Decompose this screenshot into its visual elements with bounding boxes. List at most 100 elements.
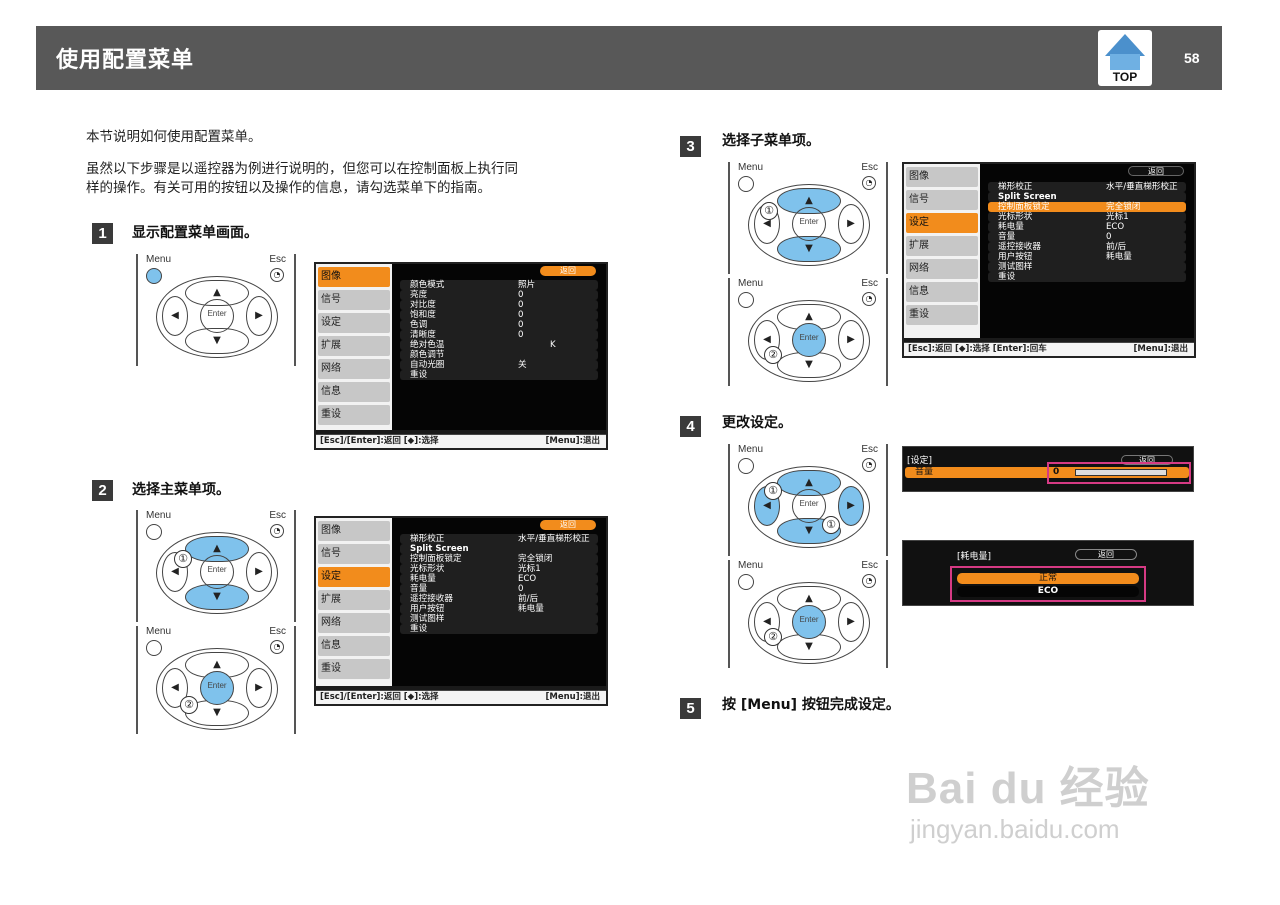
esc-button[interactable]: ◔ [270, 640, 284, 654]
enter-button[interactable]: Enter [792, 323, 826, 357]
page-number: 58 [1184, 50, 1200, 66]
side-item: 信号 [318, 290, 390, 310]
highlight-box [1047, 462, 1191, 484]
menu-button[interactable] [146, 268, 162, 284]
side-item: 信息 [906, 282, 978, 302]
watermark-url: jingyan.baidu.com [910, 814, 1120, 844]
return-button[interactable]: 返回 [1121, 455, 1173, 465]
intro-p2a: 虽然以下步骤是以遥控器为例进行说明的，但您可以在控制面板上执行同 [86, 161, 518, 177]
menu-button[interactable] [738, 292, 754, 308]
esc-button[interactable]: ◔ [270, 524, 284, 538]
esc-label: Esc [269, 254, 286, 265]
enter-button[interactable]: Enter [200, 555, 234, 589]
step-title: 显示配置菜单画面。 [132, 225, 258, 241]
step-number: 3 [680, 136, 701, 157]
config-menu-screen-2: 图像信号设定扩展网络信息重设 返回 梯形校正水平/垂直梯形校正 Split Sc… [314, 516, 608, 706]
step-title: 选择子菜单项。 [722, 133, 820, 149]
right-button[interactable]: ▶ [838, 602, 864, 642]
menu-guide: [Esc]/[Enter]:返回 [◆]:选择[Menu]:退出 [316, 690, 606, 704]
top-home-icon[interactable]: TOP [1098, 30, 1152, 86]
enter-button[interactable]: Enter [792, 605, 826, 639]
header-bar: 使用配置菜单 TOP 58 [36, 26, 1222, 90]
config-menu-screen-3: 图像信号设定扩展网络信息重设 返回 梯形校正水平/垂直梯形校正 Split Sc… [902, 162, 1196, 358]
return-button[interactable]: 返回 [1128, 166, 1184, 176]
return-button[interactable]: 返回 [540, 266, 596, 276]
menu-button[interactable] [738, 176, 754, 192]
side-item: 扩展 [318, 336, 390, 356]
callout-1: ① [760, 202, 778, 220]
callout-2: ② [764, 628, 782, 646]
side-item: 网络 [906, 259, 978, 279]
right-button[interactable]: ▶ [246, 668, 272, 708]
option-normal[interactable]: 正常 [957, 573, 1139, 584]
watermark-brand: Bai du 经验 [906, 764, 1150, 813]
return-button[interactable]: 返回 [540, 520, 596, 530]
left-button[interactable]: ◀ [162, 668, 188, 708]
enter-button[interactable]: Enter [200, 671, 234, 705]
callout-2: ② [764, 346, 782, 364]
side-item: 信号 [318, 544, 390, 564]
esc-button[interactable]: ◔ [862, 574, 876, 588]
step-number: 5 [680, 698, 701, 719]
left-button[interactable]: ◀ [162, 296, 188, 336]
side-item: 图像 [318, 267, 390, 287]
step-number: 4 [680, 416, 701, 437]
right-button[interactable]: ▶ [246, 552, 272, 592]
menu-button[interactable] [146, 640, 162, 656]
side-item: 信号 [906, 190, 978, 210]
step-title: 更改设定。 [722, 415, 792, 431]
right-button[interactable]: ▶ [838, 204, 864, 244]
step-number: 1 [92, 223, 113, 244]
top-label: TOP [1112, 70, 1138, 84]
side-item: 设定 [906, 213, 978, 233]
side-item: 网络 [318, 613, 390, 633]
screen-title: [耗电量] [957, 552, 992, 562]
highlight-box [950, 566, 1146, 602]
side-item: 重设 [318, 405, 390, 425]
enter-button[interactable]: Enter [792, 489, 826, 523]
enter-button[interactable]: Enter [792, 207, 826, 241]
option-eco[interactable]: ECO [957, 586, 1139, 597]
right-button[interactable]: ▶ [838, 320, 864, 360]
step-number: 2 [92, 480, 113, 501]
page-title: 使用配置菜单 [56, 48, 195, 73]
side-item: 网络 [318, 359, 390, 379]
volume-slider[interactable] [1075, 469, 1167, 476]
return-button[interactable]: 返回 [1075, 549, 1137, 560]
menu-button[interactable] [146, 524, 162, 540]
esc-button[interactable]: ◔ [862, 458, 876, 472]
side-item: 重设 [906, 305, 978, 325]
callout-1: ① [174, 550, 192, 568]
enter-button[interactable]: Enter [200, 299, 234, 333]
right-button[interactable]: ▶ [838, 486, 864, 526]
callout-1: ① [822, 516, 840, 534]
esc-button[interactable]: ◔ [270, 268, 284, 282]
intro-p1: 本节说明如何使用配置菜单。 [86, 129, 262, 145]
step-title: 选择主菜单项。 [132, 482, 230, 498]
intro-p2b: 样的操作。有关可用的按钮以及操作的信息，请勾选菜单下的指南。 [86, 180, 491, 196]
step-title: 按 [Menu] 按钮完成设定。 [722, 697, 900, 713]
menu-label: Menu [146, 254, 172, 265]
esc-button[interactable]: ◔ [862, 292, 876, 306]
side-item: 图像 [906, 167, 978, 187]
side-item: 扩展 [318, 590, 390, 610]
volume-label: 音量 [915, 467, 934, 477]
screen-title: [设定] [907, 456, 933, 466]
menu-button[interactable] [738, 458, 754, 474]
callout-1: ① [764, 482, 782, 500]
side-item: 信息 [318, 382, 390, 402]
volume-value: 0 [1053, 467, 1060, 477]
menu-guide: [Esc]/[Enter]:返回 [◆]:选择[Menu]:退出 [316, 434, 606, 448]
menu-button[interactable] [738, 574, 754, 590]
side-item: 设定 [318, 567, 390, 587]
side-item: 重设 [318, 659, 390, 679]
right-button[interactable]: ▶ [246, 296, 272, 336]
esc-button[interactable]: ◔ [862, 176, 876, 190]
